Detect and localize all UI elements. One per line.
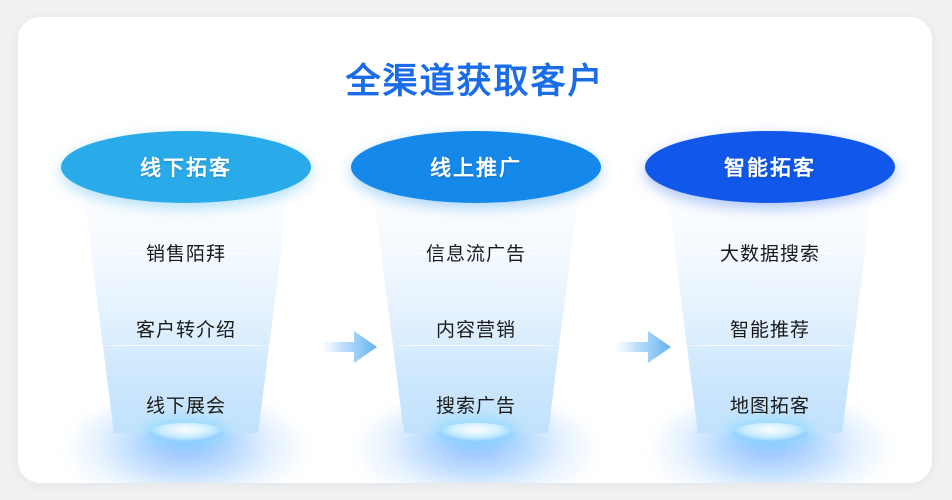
- funnel-divider: [378, 253, 574, 255]
- funnel-stage-item: 地图拓客: [729, 396, 810, 417]
- arrow-right-icon: [615, 327, 673, 367]
- funnel-bottom-rim: [732, 423, 808, 442]
- funnel-divider: [672, 344, 868, 346]
- diagram-card: 全渠道获取客户 线下拓客 销售陌拜 客户转介绍 线下展会: [18, 17, 932, 483]
- funnel-stage-item: 智能推荐: [729, 320, 810, 341]
- funnel-header-label: 线上推广: [430, 157, 522, 180]
- funnel-stage-item: 搜索广告: [435, 396, 516, 417]
- funnel-stage-item: 内容营销: [435, 320, 516, 341]
- funnel-header-label: 线下拓客: [140, 157, 232, 180]
- funnel-body: [80, 165, 292, 433]
- funnel-stage-item: 大数据搜索: [719, 244, 820, 265]
- funnel-header-ellipse[interactable]: 线下拓客: [61, 131, 311, 203]
- funnel-bottom-rim: [148, 423, 224, 442]
- funnel-body: [370, 165, 582, 433]
- funnel-stage-item: 客户转介绍: [135, 320, 236, 341]
- funnel-body: [664, 165, 876, 433]
- funnel-stage-item: 信息流广告: [425, 244, 526, 265]
- arrow-right-icon: [321, 327, 379, 367]
- funnel-smart-acquisition[interactable]: 智能拓客 大数据搜索 智能推荐 地图拓客: [645, 117, 895, 483]
- funnel-bottom-rim: [438, 423, 514, 442]
- funnel-divider: [88, 253, 284, 255]
- page-title: 全渠道获取客户: [345, 62, 605, 101]
- funnel-header-ellipse[interactable]: 线上推广: [351, 131, 601, 203]
- funnel-header-ellipse[interactable]: 智能拓客: [645, 131, 895, 203]
- funnel-stage-item: 销售陌拜: [145, 244, 226, 265]
- funnel-divider: [378, 344, 574, 346]
- funnel-header-label: 智能拓客: [724, 157, 816, 180]
- funnel-divider: [672, 253, 868, 255]
- funnel-stage-item: 线下展会: [145, 396, 226, 417]
- funnel-offline-acquisition[interactable]: 线下拓客 销售陌拜 客户转介绍 线下展会: [61, 117, 311, 483]
- funnel-online-promotion[interactable]: 线上推广 信息流广告 内容营销 搜索广告: [351, 117, 601, 483]
- funnel-divider: [88, 344, 284, 346]
